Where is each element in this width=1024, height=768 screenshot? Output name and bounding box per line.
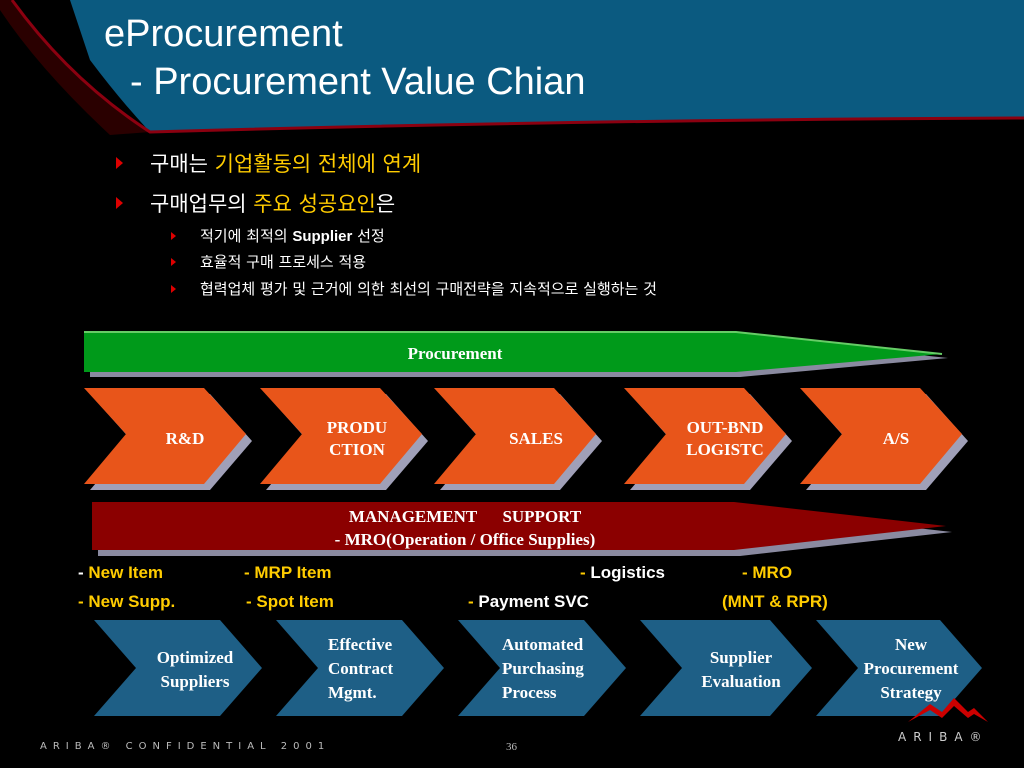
chevron-label-as: A/S	[882, 429, 910, 448]
note-logistics: - Logistics	[580, 563, 665, 583]
note-new-supp: - New Supp.	[78, 592, 175, 612]
ariba-logo-icon	[908, 698, 988, 722]
sub-bullet-1: 적기에 최적의 Supplier 선정	[200, 225, 385, 246]
note-dash: -	[742, 563, 753, 582]
sub-bullet-1-post: 선정	[352, 227, 385, 245]
bullet-2-plain: 구매업무의	[150, 192, 254, 216]
chevron-as	[800, 388, 968, 490]
note-text: MRP Item	[254, 563, 332, 582]
process-step-new-strategy	[816, 620, 982, 716]
chevron-outbound-logistics	[624, 388, 792, 490]
bullet-1: 구매는 기업활동의 전체에 연계	[150, 148, 421, 178]
bullet-2-after: 은	[375, 192, 396, 216]
header-band	[0, 0, 1024, 135]
note-mro: - MRO	[742, 563, 792, 583]
bullet-1-highlight: 기업활동의 전체에 연계	[214, 152, 422, 176]
note-payment-svc: - Payment SVC	[468, 592, 589, 612]
footer-confidential: ARIBA® CONFIDENTIAL 2001	[40, 741, 331, 752]
chevron-sales	[434, 388, 602, 490]
process-label-automated-purchasing: Automated Purchasing Process	[502, 635, 584, 702]
sub-bullet-1-bold: Supplier	[292, 228, 353, 245]
note-new-item: - New Item	[78, 563, 163, 583]
bullet-1-plain: 구매는	[150, 152, 215, 176]
bullet-arrow-icon	[116, 197, 123, 209]
note-text: Logistics	[590, 563, 666, 582]
chevron-label-sales: SALES	[509, 429, 563, 448]
process-label-optimized-suppliers: Optimized Suppliers	[156, 648, 234, 691]
sub-bullet-arrow-icon	[171, 285, 176, 293]
page-number: 36	[506, 741, 517, 753]
note-text: New Supp.	[88, 592, 176, 611]
note-dash: -	[78, 592, 89, 611]
note-spot-item: - Spot Item	[246, 592, 334, 612]
sub-bullet-2: 효율적 구매 프로세스 적용	[200, 251, 366, 272]
slide-title-line2: - Procurement Value Chian	[130, 61, 586, 103]
note-text: MRO	[752, 563, 793, 582]
note-text: (MNT & RPR)	[722, 592, 828, 611]
chevron-rd	[84, 388, 252, 490]
process-label-new-strategy: New Procurement Strategy	[863, 635, 959, 702]
management-band	[92, 502, 952, 556]
sub-bullet-2-text: 효율적 구매 프로세스 적용	[200, 253, 367, 271]
process-steps	[94, 620, 982, 716]
bullet-2-highlight: 주요 성공요인	[253, 192, 376, 216]
note-dash: -	[468, 592, 479, 611]
note-dash: -	[246, 592, 257, 611]
ariba-logo-text: ARIBA®	[898, 730, 989, 744]
note-mnt-rpr: (MNT & RPR)	[722, 592, 828, 612]
bullet-2: 구매업무의 주요 성공요인은	[150, 188, 395, 218]
sub-bullet-3: 협력업체 평가 및 근거에 의한 최선의 구매전략을 지속적으로 실행하는 것	[200, 278, 657, 299]
note-mrp-item: - MRP Item	[244, 563, 332, 583]
sub-bullet-arrow-icon	[171, 232, 176, 240]
procurement-label: Procurement	[407, 344, 503, 363]
value-chain	[84, 388, 968, 490]
note-dash: -	[78, 563, 89, 582]
chevron-label-rd: R&D	[165, 429, 205, 448]
chevron-production	[260, 388, 428, 490]
note-text: Spot Item	[256, 592, 334, 611]
sub-bullet-arrow-icon	[171, 258, 176, 266]
sub-bullet-3-text: 협력업체 평가 및 근거에 의한 최선의 구매전략을 지속적으로 실행하는 것	[200, 280, 657, 298]
management-support-label: MANAGEMENT SUPPORT	[348, 507, 582, 526]
mro-label: - MRO(Operation / Office Supplies)	[334, 530, 596, 549]
procurement-band	[84, 331, 948, 377]
chevron-label-production: PRODU CTION	[326, 418, 388, 459]
note-text: Payment SVC	[478, 592, 589, 611]
process-step-effective-contract	[276, 620, 444, 716]
process-label-effective-contract: Effective Contract Mgmt.	[328, 635, 394, 702]
slide-title-line1: eProcurement	[104, 13, 343, 55]
chevron-label-outbound-logistics: OUT-BND LOGISTC	[686, 418, 764, 459]
bullet-arrow-icon	[116, 157, 123, 169]
note-dash: -	[580, 563, 591, 582]
note-dash: -	[244, 563, 255, 582]
process-step-optimized-suppliers	[94, 620, 262, 716]
process-step-automated-purchasing	[458, 620, 626, 716]
note-text: New Item	[88, 563, 164, 582]
process-step-supplier-evaluation	[640, 620, 812, 716]
sub-bullet-1-text: 적기에 최적의	[200, 227, 293, 245]
process-label-supplier-evaluation: Supplier Evaluation	[701, 648, 781, 691]
